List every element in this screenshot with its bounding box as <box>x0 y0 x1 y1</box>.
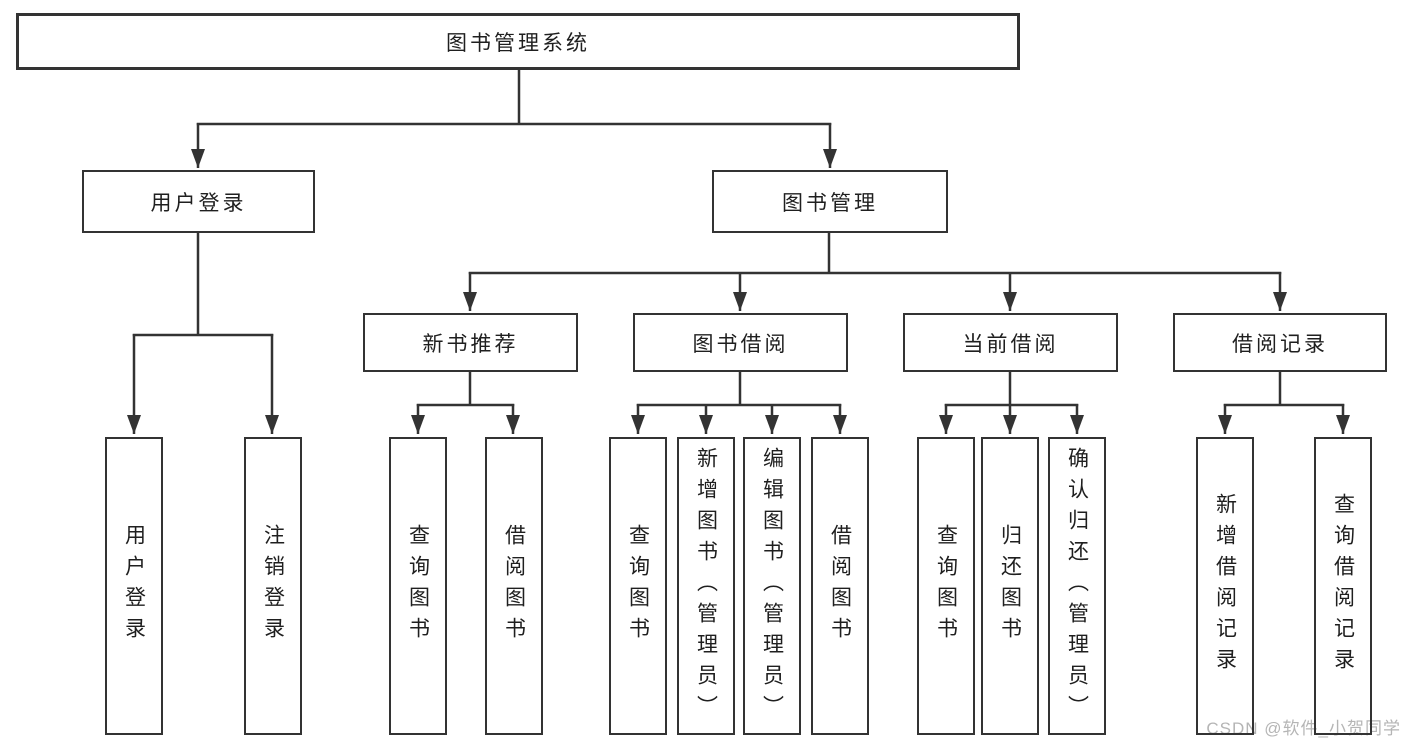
node-root-library-system: 图书管理系统 <box>16 13 1020 70</box>
node-book-borrow: 图书借阅 <box>633 313 848 372</box>
leaf-current-query-label: 查询图书 <box>934 524 958 648</box>
leaf-borrow-query-label: 查询图书 <box>626 524 650 648</box>
node-user-login-label: 用户登录 <box>150 191 247 215</box>
node-current-borrow: 当前借阅 <box>903 313 1118 372</box>
leaf-borrow-add-admin-label: 新增图书（管理员） <box>694 446 718 726</box>
leaf-borrow-edit-admin-label: 编辑图书（管理员） <box>760 446 784 726</box>
leaf-current-query: 查询图书 <box>917 437 975 735</box>
node-root-label: 图书管理系统 <box>446 31 590 55</box>
leaf-borrow-query: 查询图书 <box>609 437 667 735</box>
leaf-current-return: 归还图书 <box>981 437 1039 735</box>
leaf-borrow-add-admin: 新增图书（管理员） <box>677 437 735 735</box>
node-borrow-records-label: 借阅记录 <box>1232 332 1328 356</box>
leaf-borrow-edit-admin: 编辑图书（管理员） <box>743 437 801 735</box>
leaf-record-add: 新增借阅记录 <box>1196 437 1254 735</box>
csdn-watermark: CSDN @软件_小贺同学 <box>1206 719 1401 738</box>
node-book-management: 图书管理 <box>712 170 948 233</box>
leaf-borrow-book-label: 借阅图书 <box>828 524 852 648</box>
leaf-logout-label: 注销登录 <box>261 524 285 648</box>
leaf-record-query: 查询借阅记录 <box>1314 437 1372 735</box>
leaf-current-confirm-admin: 确认归还（管理员） <box>1048 437 1106 735</box>
leaf-logout: 注销登录 <box>244 437 302 735</box>
leaf-newbooks-query-label: 查询图书 <box>406 524 430 648</box>
node-book-management-label: 图书管理 <box>782 191 878 215</box>
leaf-borrow-book: 借阅图书 <box>811 437 869 735</box>
leaf-newbooks-query: 查询图书 <box>389 437 447 735</box>
node-new-book-recommend-label: 新书推荐 <box>422 332 519 356</box>
node-borrow-records: 借阅记录 <box>1173 313 1387 372</box>
leaf-newbooks-borrow: 借阅图书 <box>485 437 543 735</box>
leaf-record-query-label: 查询借阅记录 <box>1331 493 1355 679</box>
leaf-record-add-label: 新增借阅记录 <box>1213 493 1237 679</box>
node-user-login: 用户登录 <box>82 170 315 233</box>
node-new-book-recommend: 新书推荐 <box>363 313 578 372</box>
node-book-borrow-label: 图书借阅 <box>692 332 789 356</box>
leaf-current-confirm-admin-label: 确认归还（管理员） <box>1065 446 1089 726</box>
leaf-current-return-label: 归还图书 <box>998 524 1022 648</box>
leaf-user-login-label: 用户登录 <box>122 524 146 648</box>
leaf-newbooks-borrow-label: 借阅图书 <box>502 524 526 648</box>
leaf-user-login: 用户登录 <box>105 437 163 735</box>
node-current-borrow-label: 当前借阅 <box>962 332 1059 356</box>
